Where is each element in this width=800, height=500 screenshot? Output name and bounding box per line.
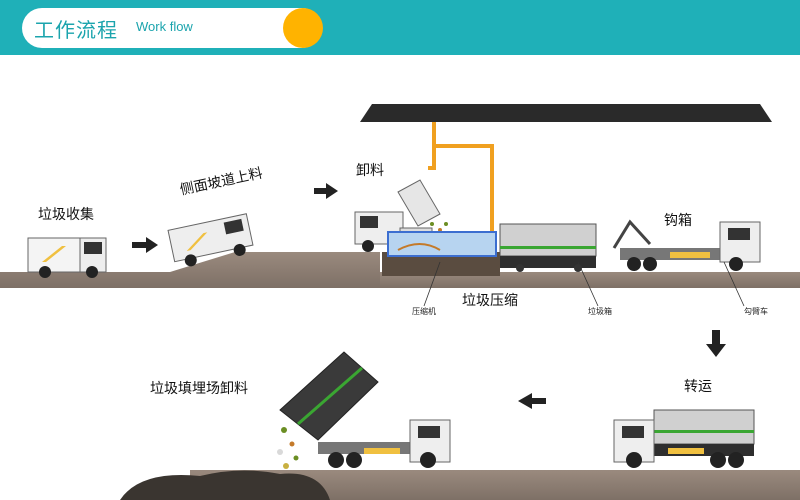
header-pill: [22, 8, 322, 48]
transport-truck: [613, 409, 755, 468]
label-hook-truck: 勾臂车: [744, 307, 768, 316]
feed-pipes: [428, 122, 494, 232]
page-subtitle: Work flow: [136, 19, 193, 34]
accent-dot: [283, 8, 323, 48]
label-compress: 垃圾压缩: [462, 293, 518, 309]
label-unload: 卸料: [356, 163, 384, 179]
arrow-2: [314, 183, 338, 199]
label-transport: 转运: [684, 379, 712, 395]
label-collect: 垃圾收集: [38, 207, 94, 223]
page-title: 工作流程: [34, 18, 118, 42]
dumping-truck: [279, 351, 451, 468]
garbage-particles: [277, 427, 299, 469]
label-hook: 钩箱: [664, 213, 692, 229]
arrow-1: [132, 237, 158, 253]
ramp-truck: [167, 213, 254, 267]
leader-lines: [423, 261, 745, 307]
collection-truck: [27, 237, 107, 278]
label-landfill: 垃圾填埋场卸料: [150, 381, 248, 397]
label-compactor: 压缩机: [412, 307, 436, 316]
arrow-down: [706, 330, 726, 357]
garbage-pile: [120, 470, 330, 500]
upper-ground: [0, 252, 380, 288]
label-container: 垃圾箱: [588, 307, 612, 316]
canopy-roof: [360, 104, 772, 122]
compactor-station: [387, 223, 597, 272]
hook-arm-truck-upper: [612, 219, 761, 271]
arrow-left: [518, 393, 546, 409]
